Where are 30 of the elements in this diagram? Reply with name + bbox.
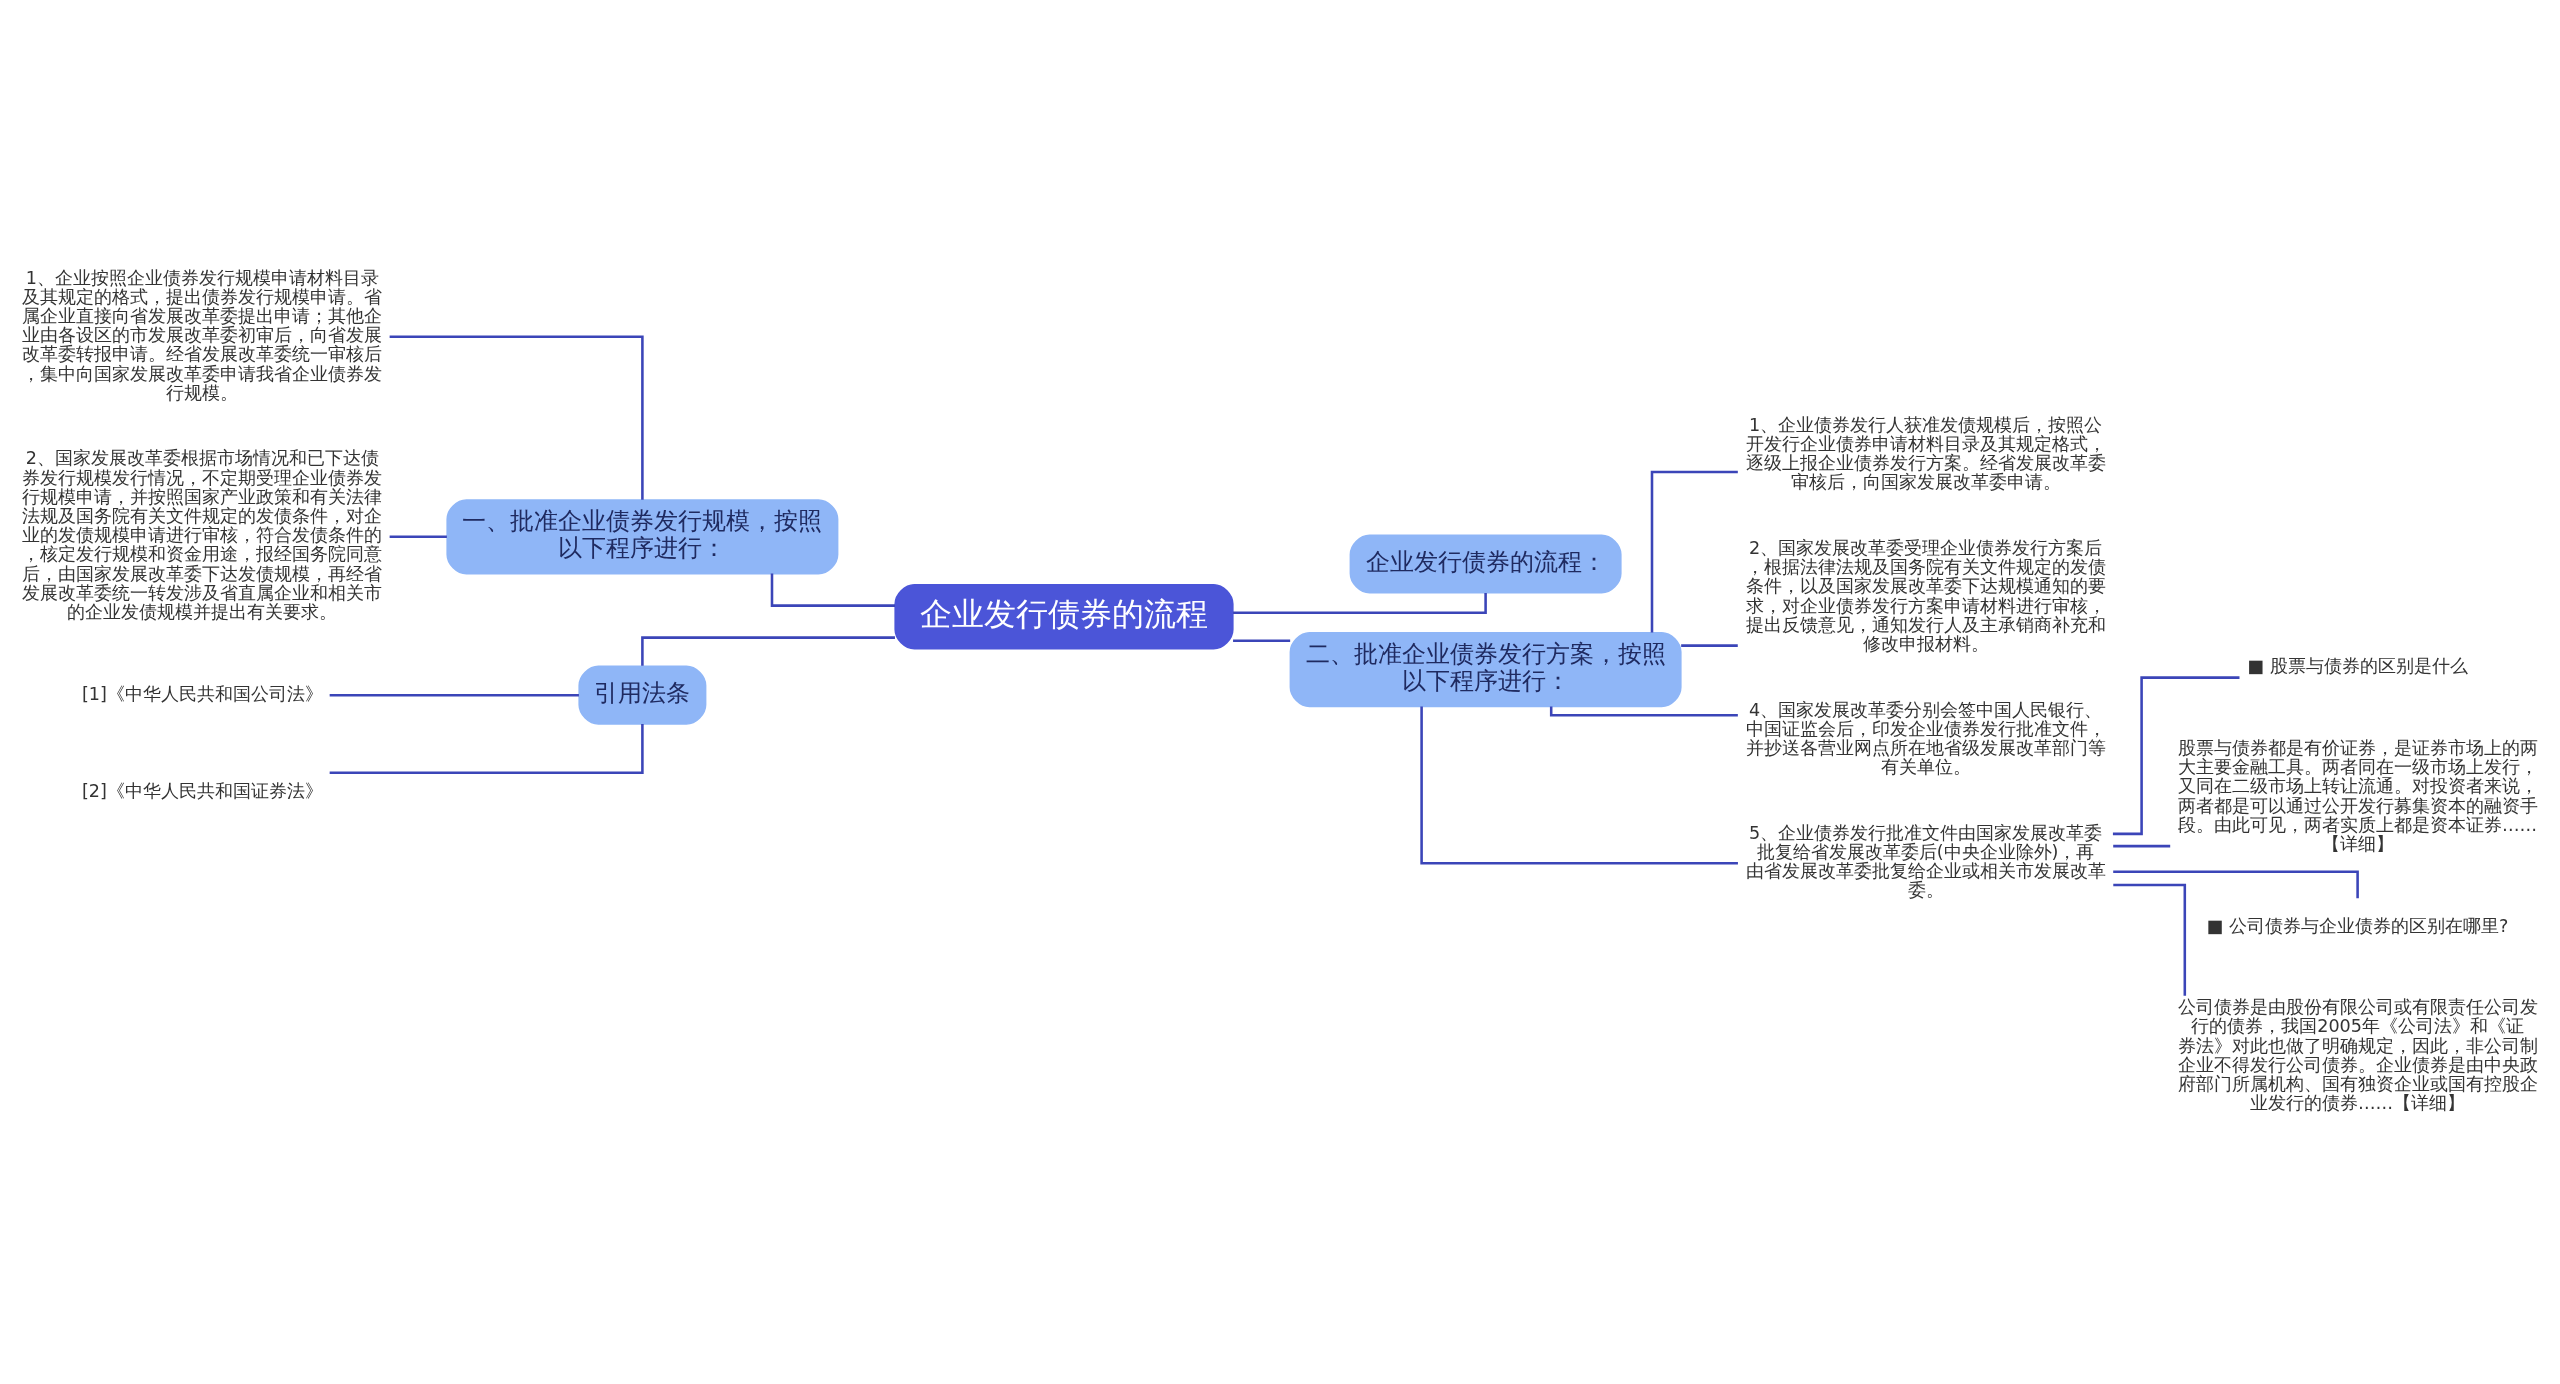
connector: [1549, 706, 1738, 717]
node-box: 二、批准企业债券发行方案，按照以下程序进行：: [1289, 632, 1682, 708]
node-text: [1]《中华人民共和国公司法》: [81, 683, 323, 704]
connector: [1650, 470, 1738, 633]
connector: [1681, 644, 1738, 647]
node-text: 2、国家发展改革委受理企业债券发行方案后，根据法律法规及国务院有关文件规定的发债条件，以及国家发展改革委下达规模通知的要求，对企业债券发行方案申请材料进行审核，提出反馈意见，通知发行人及主承销商补充和修改申报材料。: [1745, 538, 2106, 655]
connector: [2113, 844, 2171, 848]
connector: [389, 535, 447, 539]
node-box: 企业发行债券的流程：: [1349, 534, 1622, 594]
node-text: 股票与债券都是有价证券，是证券市场上的两大主要金融工具。两者同在一级市场上发行，又同在二级市场上转让流通。对投资者来说，两者都是可以通过公开发行募集资本的融资手段。由此可见，两者实质上都是资本证券……【详细】: [2177, 738, 2538, 855]
node-box: 引用法条: [578, 665, 707, 725]
connector: [2112, 676, 2240, 836]
connector: [389, 335, 644, 500]
node-text: 5、企业债券发行批准文件由国家发展改革委批复给省发展改革委后(中央企业除外)，再由省发展改革委批复给企业或相关市发展改革委。: [1745, 822, 2106, 901]
node-text: 1、企业债券发行人获准发债规模后，按照公开发行企业债券申请材料目录及其规定格式，逐级上报企业债券发行方案。经省发展改革委审核后，向国家发展改革委申请。: [1745, 414, 2106, 493]
connector: [2113, 883, 2187, 996]
connector: [329, 693, 579, 697]
node-box: 一、批准企业债券发行规模，按照以下程序进行：: [446, 499, 839, 575]
node-text: [2]《中华人民共和国证券法》: [81, 781, 323, 802]
node-text: 4、国家发展改革委分别会签中国人民银行、中国证监会后，印发企业债券发行批准文件，并抄送各营业网点所在地省级发展改革部门等有关单位。: [1745, 699, 2106, 778]
node-box: 企业发行债券的流程: [894, 584, 1234, 650]
node-text: 2、国家发展改革委根据市场情况和已下达债券发行规模发行情况，不定期受理企业债券发行规模申请，并按照国家产业政策和有关法律法规及国务院有关文件规定的发债条件，对企业的发债规模申请进行审核，符合发债条件的，核定发行规模和资金用途，报经国务院同意后，由国家发展改革委下达发债规模，再经省发展改革委统一转发涉及省直属企业和相关市的企业发债规模并提出有关要求。: [22, 448, 383, 623]
node-text: ■ 股票与债券的区别是什么: [2247, 656, 2468, 677]
connector: [1233, 592, 1487, 615]
node-text: 1、企业按照企业债券发行规模申请材料目录及其规定的格式，提出债券发行规模申请。省属企业直接向省发展改革委提出申请；其他企业由各设区的市发展改革委初审后，向省发展改革委转报申请。经省发展改革委统一审核后，集中向国家发展改革委申请我省企业债券发行规模。: [22, 267, 383, 403]
connector: [1233, 639, 1291, 643]
connector: [329, 724, 644, 775]
node-text: 公司债券是由股份有限公司或有限责任公司发行的债券，我国2005年《公司法》和《证券法》对此也做了明确规定，因此，非公司制企业不得发行公司债券。企业债券是由中央政府部门所属机构、国有独资企业或国有控股企业发行的债券……【详细】: [2177, 997, 2538, 1114]
connector: [1420, 706, 1738, 865]
node-text: ■ 公司债券与企业债券的区别在哪里?: [2206, 915, 2509, 936]
